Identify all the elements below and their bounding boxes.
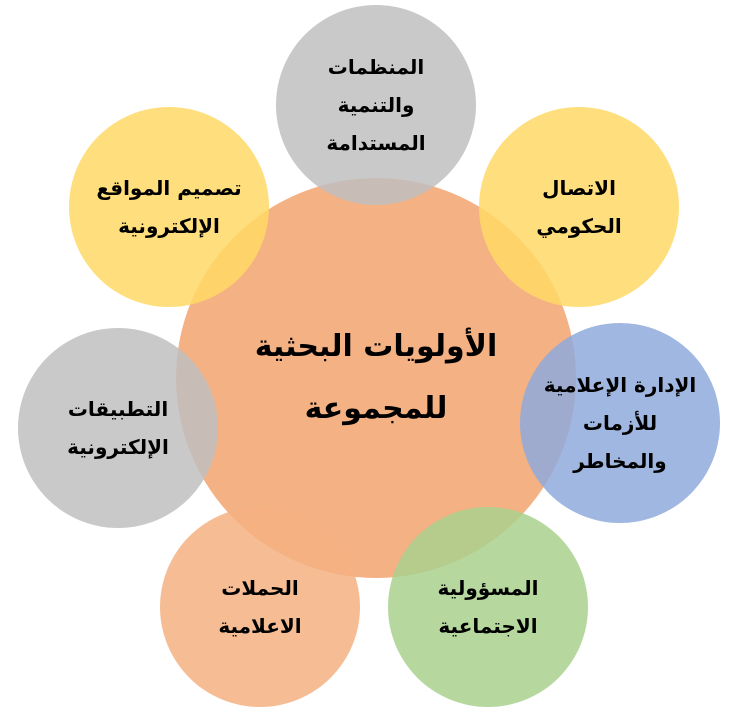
node-circle-government-communication <box>479 107 679 307</box>
node-line: المسؤولية <box>437 576 539 600</box>
node-line: الإلكترونية <box>118 214 220 238</box>
node-circle-social-responsibility <box>388 507 588 707</box>
node-label-social-responsibility: المسؤولية الاجتماعية <box>388 507 588 707</box>
node-label-crisis-management: الإدارة الإعلامية للأزمات والمخاطر <box>520 323 720 523</box>
node-label-government-communication: الاتصال الحكومي <box>479 107 679 307</box>
node-line: المستدامة <box>326 131 426 155</box>
node-circle-crisis-management <box>520 323 720 523</box>
node-circle-media-campaigns <box>160 507 360 707</box>
node-line: للأزمات <box>582 411 658 435</box>
center-title-line2: للمجموعة <box>304 391 448 426</box>
node-line: والمخاطر <box>573 449 667 473</box>
node-label-media-campaigns: الحملات الاعلامية <box>160 507 360 707</box>
node-line: الإلكترونية <box>67 435 169 459</box>
node-circle-website-design <box>69 107 269 307</box>
center-title-line1: الأولويات البحثية <box>254 329 498 364</box>
center-label: الأولويات البحثية للمجموعة <box>176 178 576 578</box>
node-line: تصميم المواقع <box>96 176 242 200</box>
node-line: الاتصال <box>542 176 616 200</box>
node-label-electronic-applications: التطبيقات الإلكترونية <box>18 328 218 528</box>
node-line: المنظمات <box>327 55 425 79</box>
node-line: الاعلامية <box>218 614 302 638</box>
node-label-website-design: تصميم المواقع الإلكترونية <box>69 107 269 307</box>
center-circle <box>176 178 576 578</box>
node-line: الاجتماعية <box>438 614 538 638</box>
node-label-organizations: المنظمات والتنمية المستدامة <box>276 5 476 205</box>
node-circle-organizations <box>276 5 476 205</box>
node-line: الحملات <box>221 576 299 600</box>
node-line: الحكومي <box>536 214 622 238</box>
node-line: التطبيقات <box>67 397 169 421</box>
node-circle-electronic-applications <box>18 328 218 528</box>
node-line: الإدارة الإعلامية <box>543 373 697 397</box>
node-line: والتنمية <box>337 93 415 117</box>
